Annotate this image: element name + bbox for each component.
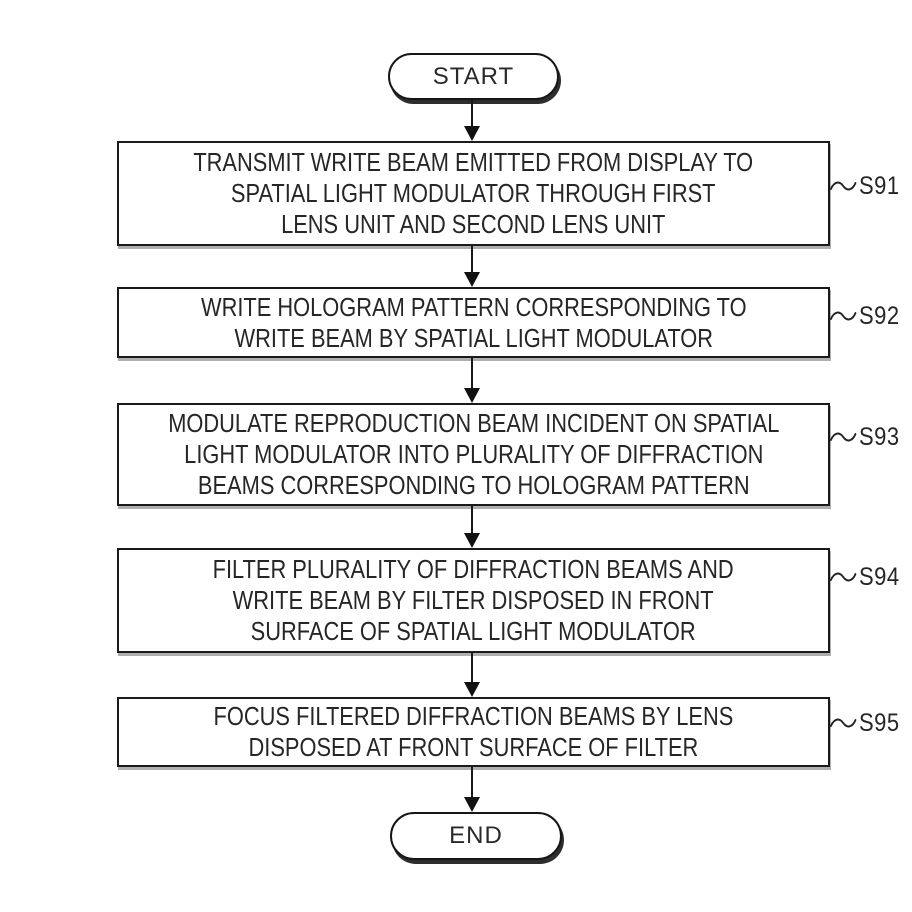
flow-arrow	[463, 506, 481, 548]
step-text-line: DISPOSED AT FRONT SURFACE OF FILTER	[248, 732, 699, 762]
arrow-head-icon	[464, 682, 480, 697]
step-box-s93: MODULATE REPRODUCTION BEAM INCIDENT ON S…	[117, 403, 830, 506]
arrow-head-icon	[464, 797, 480, 812]
arrow-stem	[470, 506, 474, 541]
step-text-line: MODULATE REPRODUCTION BEAM INCIDENT ON S…	[167, 408, 780, 438]
step-text-line: LENS UNIT AND SECOND LENS UNIT	[281, 209, 666, 239]
arrow-stem	[470, 653, 474, 690]
arrow-head-icon	[464, 272, 480, 287]
reference-tag-s91: S91	[830, 169, 900, 203]
squiggle-connector-icon	[830, 572, 857, 582]
step-text: FILTER PLURALITY OF DIFFRACTION BEAMS AN…	[213, 554, 734, 647]
reference-tag-s95: S95	[830, 706, 900, 740]
arrow-head-icon	[464, 533, 480, 548]
start-terminal: START	[388, 53, 559, 100]
end-terminal-label: END	[449, 822, 503, 849]
squiggle-connector-icon	[830, 718, 857, 728]
step-text-line: WRITE BEAM BY SPATIAL LIGHT MODULATOR	[234, 322, 713, 353]
reference-tag-label: S95	[859, 708, 900, 737]
reference-tag-s92: S92	[830, 299, 900, 333]
step-text-line: FOCUS FILTERED DIFFRACTION BEAMS BY LENS	[213, 701, 734, 731]
step-box-s94: FILTER PLURALITY OF DIFFRACTION BEAMS AN…	[117, 548, 830, 653]
reference-tag-label: S91	[859, 171, 900, 200]
step-box-s95: FOCUS FILTERED DIFFRACTION BEAMS BY LENS…	[117, 697, 830, 767]
reference-tag-label: S94	[859, 562, 900, 591]
reference-tag-label: S93	[859, 422, 900, 451]
step-box-s92: WRITE HOLOGRAM PATTERN CORRESPONDING TO …	[117, 287, 830, 358]
reference-tag-s93: S93	[830, 420, 900, 454]
step-box-s91: TRANSMIT WRITE BEAM EMITTED FROM DISPLAY…	[117, 141, 830, 246]
squiggle-connector-icon	[830, 311, 857, 321]
flow-arrow	[463, 246, 481, 287]
step-text-line: FILTER PLURALITY OF DIFFRACTION BEAMS AN…	[212, 554, 735, 584]
flow-arrow	[463, 358, 481, 403]
flow-arrow	[463, 767, 481, 812]
arrow-head-icon	[464, 388, 480, 403]
end-terminal: END	[390, 812, 562, 860]
reference-tag-label: S92	[859, 301, 900, 330]
step-text-line: WRITE BEAM BY FILTER DISPOSED IN FRONT	[233, 585, 714, 615]
step-text-line: LIGHT MODULATOR INTO PLURALITY OF DIFFRA…	[183, 439, 764, 469]
start-terminal-label: START	[432, 62, 515, 90]
arrow-head-icon	[464, 126, 480, 141]
squiggle-connector-icon	[830, 181, 857, 191]
arrow-stem	[470, 358, 474, 396]
squiggle-connector-icon	[830, 432, 857, 442]
step-text-line: BEAMS CORRESPONDING TO HOLOGRAM PATTERN	[197, 470, 750, 500]
flow-arrow	[463, 100, 481, 141]
step-text: TRANSMIT WRITE BEAM EMITTED FROM DISPLAY…	[194, 147, 754, 240]
step-text-line: SPATIAL LIGHT MODULATOR THROUGH FIRST	[231, 178, 716, 208]
step-text-line: SURFACE OF SPATIAL LIGHT MODULATOR	[251, 616, 696, 646]
step-text: MODULATE REPRODUCTION BEAM INCIDENT ON S…	[168, 408, 779, 501]
reference-tag-s94: S94	[830, 560, 900, 594]
step-text: FOCUS FILTERED DIFFRACTION BEAMS BY LENS…	[214, 701, 734, 763]
arrow-stem	[470, 246, 474, 280]
step-text-line: WRITE HOLOGRAM PATTERN CORRESPONDING TO	[200, 291, 747, 322]
arrow-stem	[470, 100, 474, 134]
step-text-line: TRANSMIT WRITE BEAM EMITTED FROM DISPLAY…	[193, 147, 754, 177]
flow-arrow	[463, 653, 481, 697]
step-text: WRITE HOLOGRAM PATTERN CORRESPONDING TO …	[201, 292, 747, 354]
arrow-stem	[470, 767, 474, 805]
